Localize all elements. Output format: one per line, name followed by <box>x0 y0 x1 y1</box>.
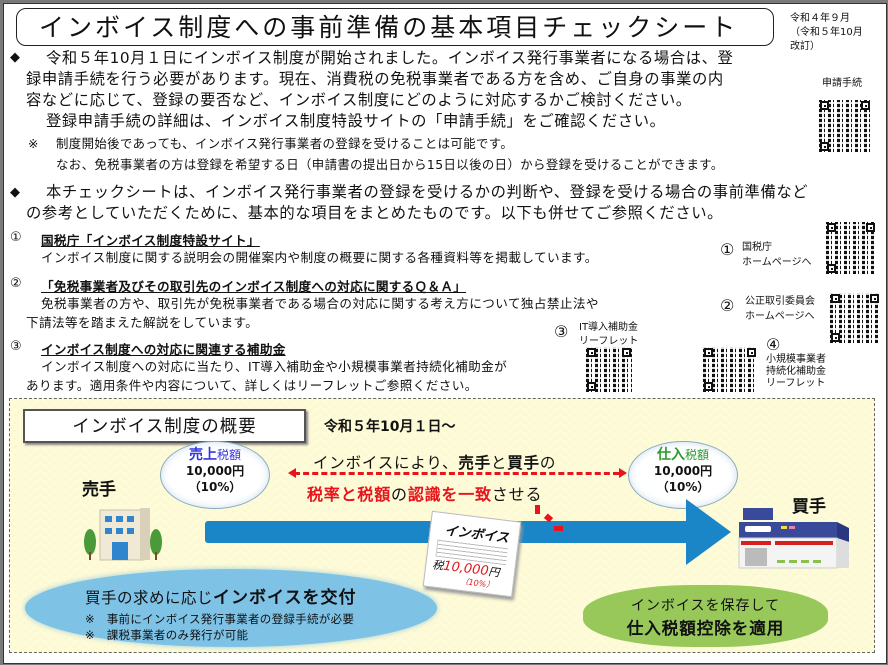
ref-heading-subsidy[interactable]: インボイス制度への対応に関連する補助金 <box>41 342 286 357</box>
text: させる <box>491 485 543 504</box>
ref-number: ② <box>10 276 22 291</box>
qr-label-nta: 国税庁 ホームページへ <box>742 240 812 270</box>
sales-tax-head: 売上 <box>188 447 217 463</box>
ref-body: あります。適用条件や内容について、詳しくはリーフレットご参照ください。 <box>26 378 478 393</box>
qr-number: ① <box>720 240 735 259</box>
tax-amount: 10,000円 <box>185 464 245 478</box>
text: 税率と税額 <box>307 485 392 504</box>
qr-code-application[interactable] <box>819 100 871 152</box>
explanation-line-2: 税率と税額の認識を一致させる <box>307 481 542 505</box>
qr-number: ③ <box>554 322 569 341</box>
intro-line: 登録申請手続の詳細は、インボイス制度特設サイトの「申請手続」をご確認ください。 <box>46 112 666 130</box>
note-mark: ※ <box>28 136 39 151</box>
buyer-deduction-cloud: インボイスを保存して 仕入税額控除を適用 <box>583 585 828 647</box>
qr-label-line: ホームページへ <box>745 311 815 322</box>
seller-issue-cloud: 買手の求めに応じインボイスを交付 ※ 事前にインボイス発行事業者の登録手続が必要… <box>25 569 437 647</box>
qr-code-small-business-subsidy[interactable] <box>703 347 757 392</box>
issue-note: ※ 課税事業者のみ発行が可能 <box>85 628 249 642</box>
qr-label-it-subsidy: IT導入補助金 リーフレット <box>579 321 638 349</box>
seller-tax-bubble: 売上税額 10,000円 （10%） <box>160 441 270 509</box>
start-date: 令和５年10月１日～ <box>324 419 456 435</box>
date-line: 令和４年９月 <box>790 13 850 24</box>
bidirectional-dashed-arrow-icon <box>288 468 627 478</box>
qr-code-nta[interactable] <box>826 222 876 274</box>
qr-number: ② <box>720 296 735 315</box>
seller-label: 売手 <box>82 480 116 500</box>
qr-label-line: 国税庁 <box>742 242 772 253</box>
ref-body: 免税事業者の方や、取引先が免税事業者である場合の対応に関する考え方について独占禁… <box>41 296 599 311</box>
overview-title: インボイス制度の概要 <box>23 409 306 443</box>
qr-code-it-subsidy[interactable] <box>586 347 632 392</box>
intro-line: 録申請手続を行う必要があります。現在、消費税の免税事業者である方を含め、ご自身の… <box>26 70 724 88</box>
tax-label: 税額 <box>216 448 241 462</box>
text: インボイスにより、 <box>313 454 459 472</box>
text: インボイスを交付 <box>213 588 357 608</box>
diamond-bullet-icon: ◆ <box>10 50 20 65</box>
qr-label-line: リーフレット <box>579 336 639 347</box>
qr-code-jftc[interactable] <box>830 293 880 343</box>
ref-body: 下請法等を踏まえた解説をしています。 <box>26 315 259 330</box>
ref-body: インボイス制度への対応に当たり、IT導入補助金や小規模事業者持続化補助金が <box>41 359 508 374</box>
qr-label-line: IT導入補助金 <box>579 322 639 333</box>
text: の <box>539 454 557 472</box>
emphasis-mark-icon <box>535 505 540 514</box>
revision-date: 令和４年９月 （令和５年10月 改訂） <box>790 12 886 54</box>
tax-rate: （10%） <box>188 480 242 494</box>
text: 認識を一致 <box>407 485 492 504</box>
diamond-bullet-icon: ◆ <box>10 185 20 200</box>
date-line: 改訂） <box>790 41 820 52</box>
invoice-overview-diagram: インボイス制度の概要 令和５年10月１日～ 売手 売上税額 10,000円 （1… <box>9 398 875 653</box>
purpose-line: の参考としていただくために、基本的な項目をまとめたものです。以下も併せてご参照く… <box>26 204 724 222</box>
ref-number: ① <box>10 230 22 245</box>
note-line: 制度開始後であっても、インボイス発行事業者の登録を受けることは可能です。 <box>56 136 514 151</box>
text: 買手 <box>507 454 540 472</box>
intro-line: 令和５年10月１日にインボイス制度が開始されました。インボイス発行事業者になる場… <box>46 49 734 67</box>
ref-body: インボイス制度に関する説明会の開催案内や制度の概要に関する各種資料等を掲載してい… <box>41 250 598 265</box>
text: 売手 <box>458 454 491 472</box>
ref-number: ③ <box>10 339 22 354</box>
deduction-text: 仕入税額控除を適用 <box>626 619 785 638</box>
buyer-tax-bubble: 仕入税額 10,000円 （10%） <box>628 441 738 509</box>
date-line: （令和５年10月 <box>790 27 863 38</box>
qr-label-small-business: 小規模事業者 持続化補助金 リーフレット <box>766 354 826 390</box>
qr-number: ④ <box>766 335 781 354</box>
supermarket-store-icon <box>738 508 849 569</box>
text: の <box>391 485 408 504</box>
text: 円 <box>487 565 501 580</box>
document-page: インボイス制度への事前準備の基本項目チェックシート 令和４年９月 （令和５年10… <box>3 3 887 664</box>
purchase-tax-head: 仕入 <box>656 447 685 463</box>
note-line: なお、免税事業者の方は登録を希望する日（申請書の提出日から15日以後の日）から登… <box>56 157 724 172</box>
text: と <box>490 454 508 472</box>
text: 買手の求めに応じ <box>85 589 214 607</box>
store-invoice-text: インボイスを保存して <box>630 598 781 614</box>
ref-heading-jftc-qa[interactable]: 「免税事業者及びその取引先のインボイス制度への対応に関するＱ＆Ａ」 <box>41 279 467 294</box>
tax-rate: （10%） <box>656 480 710 494</box>
qr-label-line: 持続化補助金 <box>766 366 826 377</box>
qr-label-line: 公正取引委員会 <box>745 296 815 307</box>
invoice-document-icon: インボイス 税10,000円 （10%） <box>422 510 522 598</box>
explanation-line-1: インボイスにより、売手と買手の <box>313 451 556 473</box>
qr-label-line: 小規模事業者 <box>766 354 826 365</box>
tax-amount: 10,000円 <box>653 464 713 478</box>
office-building-icon <box>84 508 162 561</box>
intro-line: 容などに応じて、登録の要否など、インボイス制度にどのように対応するかご検討くださ… <box>26 91 692 109</box>
qr-label-jftc: 公正取引委員会 ホームページへ <box>745 294 815 324</box>
emphasis-mark-icon <box>554 526 563 531</box>
qr-label-line: リーフレット <box>766 378 826 389</box>
qr-label-application: 申請手続 <box>822 78 862 89</box>
page-title: インボイス制度への事前準備の基本項目チェックシート <box>16 8 774 46</box>
purpose-line: 本チェックシートは、インボイス発行事業者の登録を受けるかの判断や、登録を受ける場… <box>46 183 809 201</box>
qr-label-line: ホームページへ <box>742 257 812 268</box>
tax-label: 税額 <box>684 448 709 462</box>
ref-heading-nta-site[interactable]: 国税庁「インボイス制度特設サイト」 <box>41 233 260 248</box>
issue-note: ※ 事前にインボイス発行事業者の登録手続が必要 <box>85 612 355 626</box>
arrow-head-icon <box>686 499 731 565</box>
buyer-label: 買手 <box>792 497 826 517</box>
issue-invoice-text: 買手の求めに応じインボイスを交付 <box>85 583 357 608</box>
